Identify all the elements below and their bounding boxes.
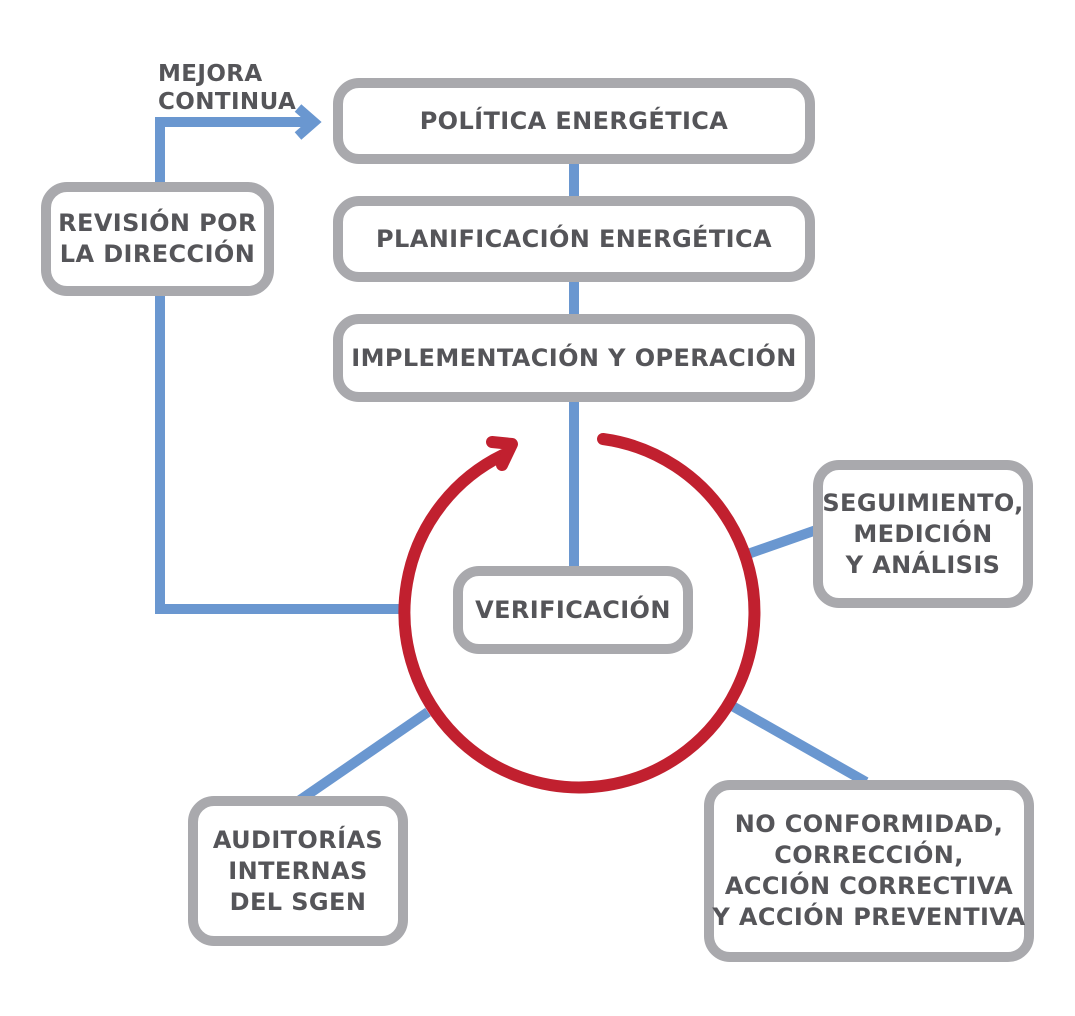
feedback-line-upper [155,117,310,190]
mejora-continua-label: MEJORA CONTINUA [158,60,296,116]
label-line: VERIFICACIÓN [475,595,671,624]
label-line: DEL SGEN [229,887,367,916]
label-line: POLÍTICA ENERGÉTICA [419,106,729,135]
label-line: CORRECCIÓN, [774,841,964,869]
box-planificacion-energetica: PLANIFICACIÓN ENERGÉTICA [333,196,815,282]
label-line: REVISIÓN POR [58,209,257,237]
box-seguimiento-medicion-analisis: SEGUIMIENTO, MEDICIÓN Y ANÁLISIS [813,460,1033,608]
label-line: Y ACCIÓN PREVENTIVA [712,903,1026,931]
label-no-conformidad: NO CONFORMIDAD, CORRECCIÓN, ACCIÓN CORRE… [712,809,1025,933]
label-line: AUDITORÍAS [212,825,384,854]
label-line: NO CONFORMIDAD, [734,810,1004,838]
label-line: SEGUIMIENTO, [822,488,1024,517]
label-line: ACCIÓN CORRECTIVA [724,872,1014,900]
label-implementacion-operacion: IMPLEMENTACIÓN Y OPERACIÓN [351,343,797,374]
feedback-line-lower [155,290,400,614]
label-planificacion-energetica: PLANIFICACIÓN ENERGÉTICA [376,224,772,255]
box-verificacion: VERIFICACIÓN [453,566,693,654]
label-seguimiento-medicion-analisis: SEGUIMIENTO, MEDICIÓN Y ANÁLISIS [822,488,1023,581]
box-no-conformidad: NO CONFORMIDAD, CORRECCIÓN, ACCIÓN CORRE… [704,780,1034,962]
label-line: PLANIFICACIÓN ENERGÉTICA [376,224,772,253]
improvement-cycle-arc [398,433,761,794]
label-line: INTERNAS [228,856,368,885]
label-auditorias-internas: AUDITORÍAS INTERNAS DEL SGEN [213,825,383,918]
feedback-arrowhead [294,104,322,140]
box-politica-energetica: POLÍTICA ENERGÉTICA [333,78,815,164]
mejora-continua-line: CONTINUA [158,89,297,115]
spoke-seguimiento [743,523,824,560]
mejora-continua-line: MEJORA [158,61,263,87]
label-verificacion: VERIFICACIÓN [475,595,671,626]
label-politica-energetica: POLÍTICA ENERGÉTICA [420,106,729,137]
label-line: MEDICIÓN [853,519,993,548]
spoke-no-conformidad [724,698,869,787]
box-auditorias-internas: AUDITORÍAS INTERNAS DEL SGEN [188,796,408,946]
improvement-cycle-arrowhead [486,436,518,471]
box-revision-direccion: REVISIÓN POR LA DIRECCIÓN [41,182,274,296]
box-implementacion-operacion: IMPLEMENTACIÓN Y OPERACIÓN [333,314,815,402]
label-line: Y ANÁLISIS [845,550,1001,579]
label-line: IMPLEMENTACIÓN Y OPERACIÓN [351,343,797,372]
spoke-auditorias [297,707,431,805]
label-revision-direccion: REVISIÓN POR LA DIRECCIÓN [58,208,257,270]
label-line: LA DIRECCIÓN [59,240,256,268]
